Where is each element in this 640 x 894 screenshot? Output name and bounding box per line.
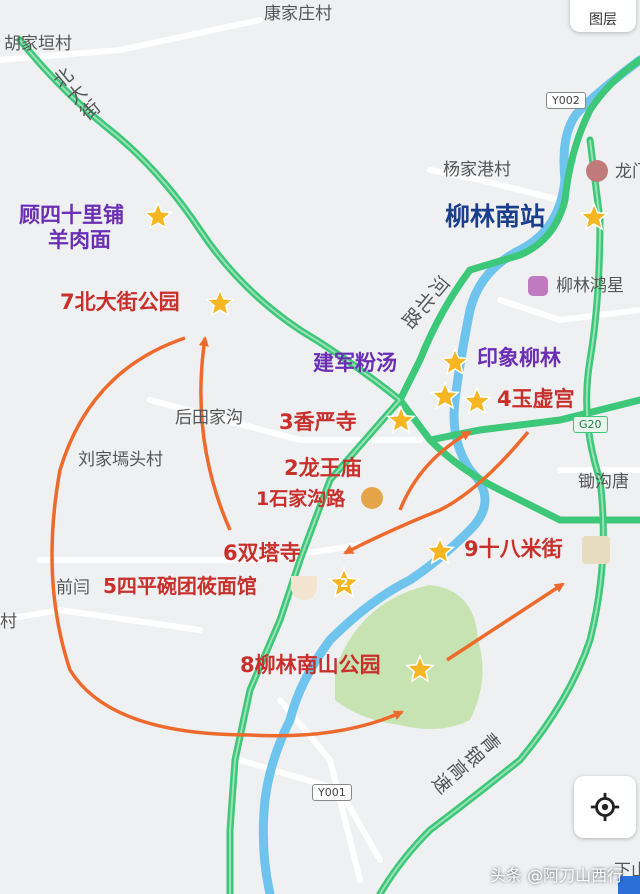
marker-2-icon[interactable]: 2 bbox=[326, 565, 362, 600]
skewer-icon bbox=[582, 536, 610, 564]
navigation-icon[interactable] bbox=[618, 876, 640, 894]
star-icon[interactable] bbox=[404, 653, 436, 684]
food-label: 印象柳林 bbox=[477, 346, 561, 370]
route-arrow-4 bbox=[50, 336, 404, 738]
crosshair-icon bbox=[590, 792, 620, 822]
food-label: 顾四十里铺 bbox=[19, 203, 124, 227]
place-label: 柳林鸿星 bbox=[556, 276, 624, 296]
spot-label: 1石家沟路 bbox=[256, 488, 346, 510]
restaurant-star-icon[interactable] bbox=[142, 200, 174, 231]
route-arrow-1 bbox=[398, 430, 472, 511]
road-badge: Y001 bbox=[312, 784, 352, 801]
place-label: 龙门 bbox=[615, 162, 640, 182]
noodle-bowl-icon bbox=[291, 576, 317, 600]
food-label: 羊肉面 bbox=[48, 228, 111, 252]
route-arrows bbox=[50, 336, 565, 738]
star-icon[interactable] bbox=[204, 287, 236, 318]
hotel-icon bbox=[528, 276, 548, 296]
star-icon[interactable] bbox=[461, 385, 493, 416]
restaurant-star-icon[interactable] bbox=[429, 380, 461, 411]
road-badge: Y002 bbox=[546, 92, 586, 109]
place-label: 锄沟唐 bbox=[578, 472, 629, 492]
spot-label: 8柳林南山公园 bbox=[240, 653, 381, 677]
landmark-icon bbox=[586, 160, 608, 182]
spot-label: 7北大街公园 bbox=[60, 290, 180, 314]
pancake-icon bbox=[361, 487, 383, 509]
station-label: 柳林南站 bbox=[445, 202, 546, 231]
place-label: 刘家墕头村 bbox=[78, 450, 163, 470]
spot-label: 6双塔寺 bbox=[223, 541, 301, 565]
spot-label: 9十八米街 bbox=[464, 537, 563, 561]
restaurant-star-icon[interactable] bbox=[439, 346, 471, 377]
route-arrow-2 bbox=[343, 430, 530, 555]
locate-button[interactable] bbox=[574, 776, 636, 838]
place-label: 胡家垣村 bbox=[4, 34, 72, 54]
road-badge: G20 bbox=[573, 416, 608, 433]
spot-label: 5四平碗团莜面馆 bbox=[103, 574, 257, 598]
layers-label: 图层 bbox=[589, 12, 617, 28]
place-label: 村 bbox=[0, 612, 17, 632]
place-label: 康家庄村 bbox=[264, 4, 332, 24]
place-label: 杨家港村 bbox=[443, 160, 511, 180]
food-label: 建军粉汤 bbox=[313, 351, 397, 375]
place-label: 前闫 bbox=[56, 578, 90, 598]
star-icon[interactable] bbox=[424, 535, 456, 566]
watermark: 头条 @阿刀山西行 bbox=[490, 866, 624, 885]
star-icon[interactable] bbox=[385, 404, 417, 435]
route-arrow-5 bbox=[446, 582, 565, 662]
park-area bbox=[335, 585, 483, 729]
spot-label: 2龙王庙 bbox=[284, 456, 362, 480]
spot-label: 4玉虚宫 bbox=[497, 387, 575, 411]
spot-label: 3香严寺 bbox=[279, 410, 357, 434]
place-label: 后田家沟 bbox=[175, 408, 243, 428]
route-arrow-3 bbox=[198, 336, 232, 531]
place-label: 下山 bbox=[614, 861, 640, 881]
layers-button[interactable]: 图层 bbox=[570, 0, 636, 32]
star-icon[interactable] bbox=[578, 201, 610, 232]
marker-number: 2 bbox=[340, 576, 349, 590]
